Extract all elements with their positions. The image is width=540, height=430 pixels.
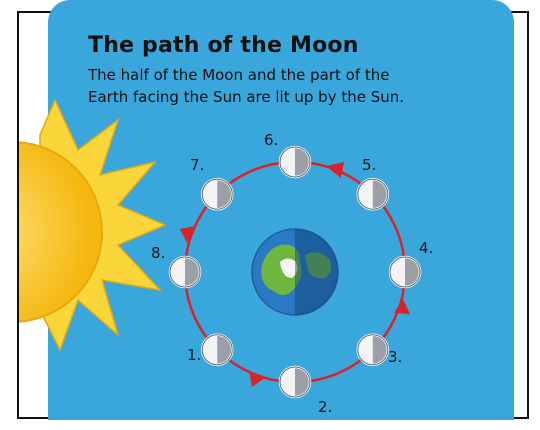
orbit-arrow-3 bbox=[326, 162, 344, 178]
moon-label-7: 7. bbox=[190, 156, 204, 174]
moon-icon bbox=[202, 335, 232, 365]
moon-label-3: 3. bbox=[388, 348, 402, 366]
moon-label-8: 8. bbox=[151, 244, 165, 262]
sun-icon bbox=[0, 100, 165, 350]
moon-icon bbox=[170, 257, 200, 287]
description-line-2: Earth facing the Sun are lit up by the S… bbox=[88, 86, 508, 108]
moon-icon bbox=[390, 257, 420, 287]
orbit-arrow-2 bbox=[394, 299, 410, 314]
orbit-arrow-1 bbox=[249, 371, 266, 387]
moon-icon bbox=[358, 179, 388, 209]
moon-label-6: 6. bbox=[264, 131, 278, 149]
moon-label-5: 5. bbox=[362, 156, 376, 174]
moon-icon bbox=[280, 367, 310, 397]
moon-icon bbox=[280, 147, 310, 177]
moon-icon bbox=[202, 179, 232, 209]
earth-icon bbox=[252, 229, 338, 315]
moon-label-2: 2. bbox=[318, 398, 332, 416]
moon-label-1: 1. bbox=[187, 346, 201, 364]
description-line-1: The half of the Moon and the part of the bbox=[88, 64, 508, 86]
page-title: The path of the Moon bbox=[88, 33, 359, 58]
moon-label-4: 4. bbox=[419, 239, 433, 257]
moon-icon bbox=[358, 335, 388, 365]
description: The half of the Moon and the part of the… bbox=[88, 64, 508, 108]
